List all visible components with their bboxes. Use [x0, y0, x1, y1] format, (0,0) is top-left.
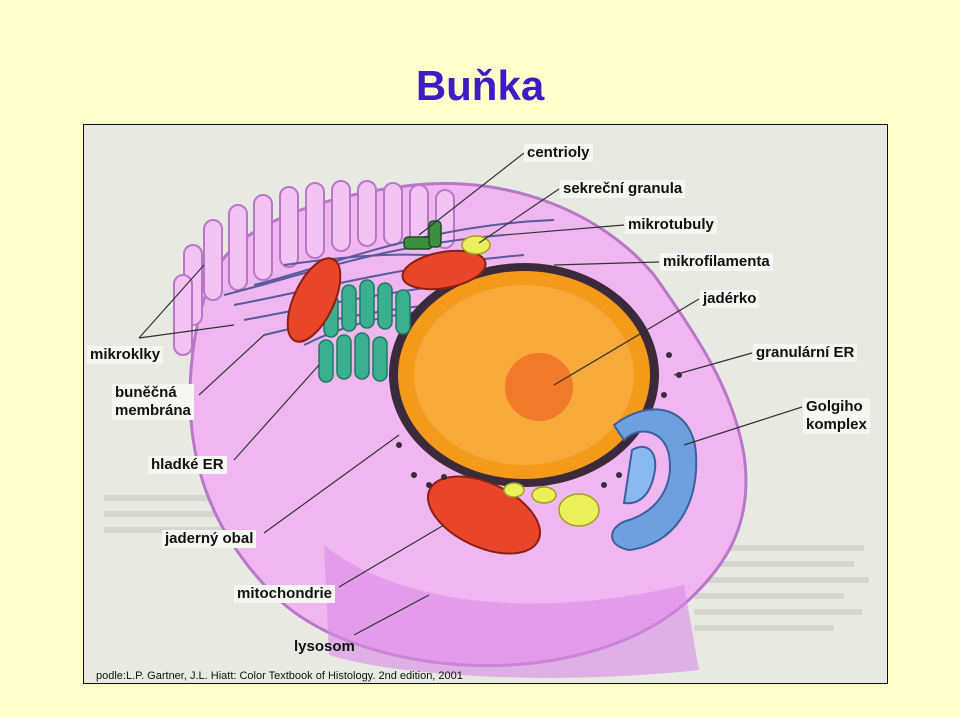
citation: podle:L.P. Gartner, J.L. Hiatt: Color Te…: [96, 670, 463, 682]
label-golgiho-komplex: Golgiho komplex: [803, 398, 870, 434]
label-sekrecni-granula: sekreční granula: [560, 180, 686, 198]
smooth-er: [318, 279, 411, 383]
cell-illustration: [104, 152, 869, 678]
leader-lines: [138, 152, 803, 636]
nucleolus: [505, 353, 573, 421]
centrioles: [403, 220, 442, 250]
nucleus: [389, 263, 659, 487]
label-lysosom: lysosom: [294, 638, 355, 655]
golgi-apparatus: [611, 408, 698, 552]
ribosomes: [396, 352, 682, 488]
label-mitochondrie: mitochondrie: [234, 585, 336, 603]
label-mikrofilamenta: mikrofilamenta: [660, 253, 773, 271]
label-hladke-er: hladké ER: [148, 456, 227, 474]
slide-title: Buňka: [415, 62, 545, 109]
label-centrioly: centrioly: [524, 144, 593, 162]
microvilli: [173, 180, 455, 356]
secretory-granules: [461, 235, 600, 527]
label-mikroklky: mikroklky: [87, 346, 164, 364]
mitochondria: [286, 249, 542, 555]
label-granularni-er: granulární ER: [753, 344, 858, 362]
label-bunecna-membrana: buněčná membrána: [112, 384, 194, 420]
label-mikrotubuly: mikrotubuly: [625, 216, 717, 234]
label-jaderko: jadérko: [700, 290, 760, 308]
label-jaderny-obal: jaderný obal: [162, 530, 257, 548]
cell-diagram: centrioly sekreční granula mikrotubuly m…: [83, 124, 888, 684]
